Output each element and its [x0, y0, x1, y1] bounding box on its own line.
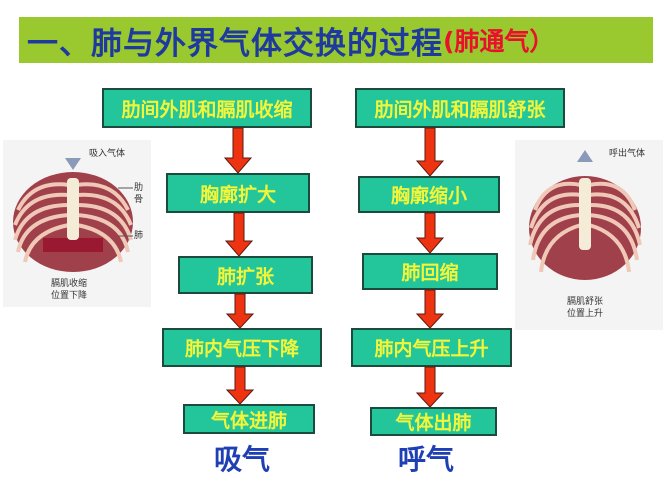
exhale-ribcage-image: 呼出气体 膈肌舒张 位置上升 [515, 140, 663, 330]
exhale-step-1: 肋间外肌和膈肌舒张 [355, 88, 565, 128]
inhale-step-4: 肺内气压下降 [162, 328, 322, 367]
inhale-step-2: 胸廓扩大 [166, 173, 310, 213]
title-subtitle: (肺通气） [443, 27, 555, 56]
inhale-step-5: 气体进肺 [183, 404, 315, 434]
down-arrow-icon [415, 212, 445, 254]
title-bar: 一、肺与外界气体交换的过程 (肺通气） [19, 17, 653, 63]
down-arrow-icon [224, 212, 254, 257]
rib-label: 肋骨 [134, 183, 144, 205]
exhale-step-3: 肺回缩 [362, 253, 498, 290]
inhale-ribcage-image: 吸入气体 肋骨 肺 膈肌收缩 位置下降 [3, 140, 151, 307]
diaphragm-label-2: 位置上升 [567, 309, 604, 319]
inhale-label: 吸气 [214, 443, 271, 476]
exhale-step-2: 胸廓缩小 [358, 176, 500, 213]
diaphragm-label-2: 位置下降 [51, 291, 88, 301]
diaphragm-label-1: 膈肌收缩 [51, 279, 88, 289]
exhale-step-4: 肺内气压上升 [351, 328, 512, 367]
inhale-air-label: 吸入气体 [89, 149, 126, 159]
exhale-step-5: 气体出肺 [370, 407, 497, 436]
lung-label: 肺 [134, 231, 144, 241]
title: 一、肺与外界气体交换的过程 [27, 25, 443, 62]
diaphragm-label-1: 膈肌舒张 [567, 297, 604, 307]
inhale-step-3: 肺扩张 [178, 256, 313, 294]
down-arrow-icon [415, 366, 445, 408]
down-arrow-icon [225, 293, 255, 329]
exhale-air-label: 呼出气体 [609, 149, 646, 159]
exhale-label: 呼气 [398, 443, 455, 476]
down-arrow-icon [225, 366, 255, 405]
down-arrow-icon [223, 127, 253, 174]
down-arrow-icon [415, 127, 445, 177]
inhale-step-1: 肋间外肌和膈肌收缩 [102, 88, 312, 128]
down-arrow-icon [415, 289, 445, 329]
ribcage-illustration [13, 158, 133, 272]
ribcage-illustration [528, 150, 642, 280]
